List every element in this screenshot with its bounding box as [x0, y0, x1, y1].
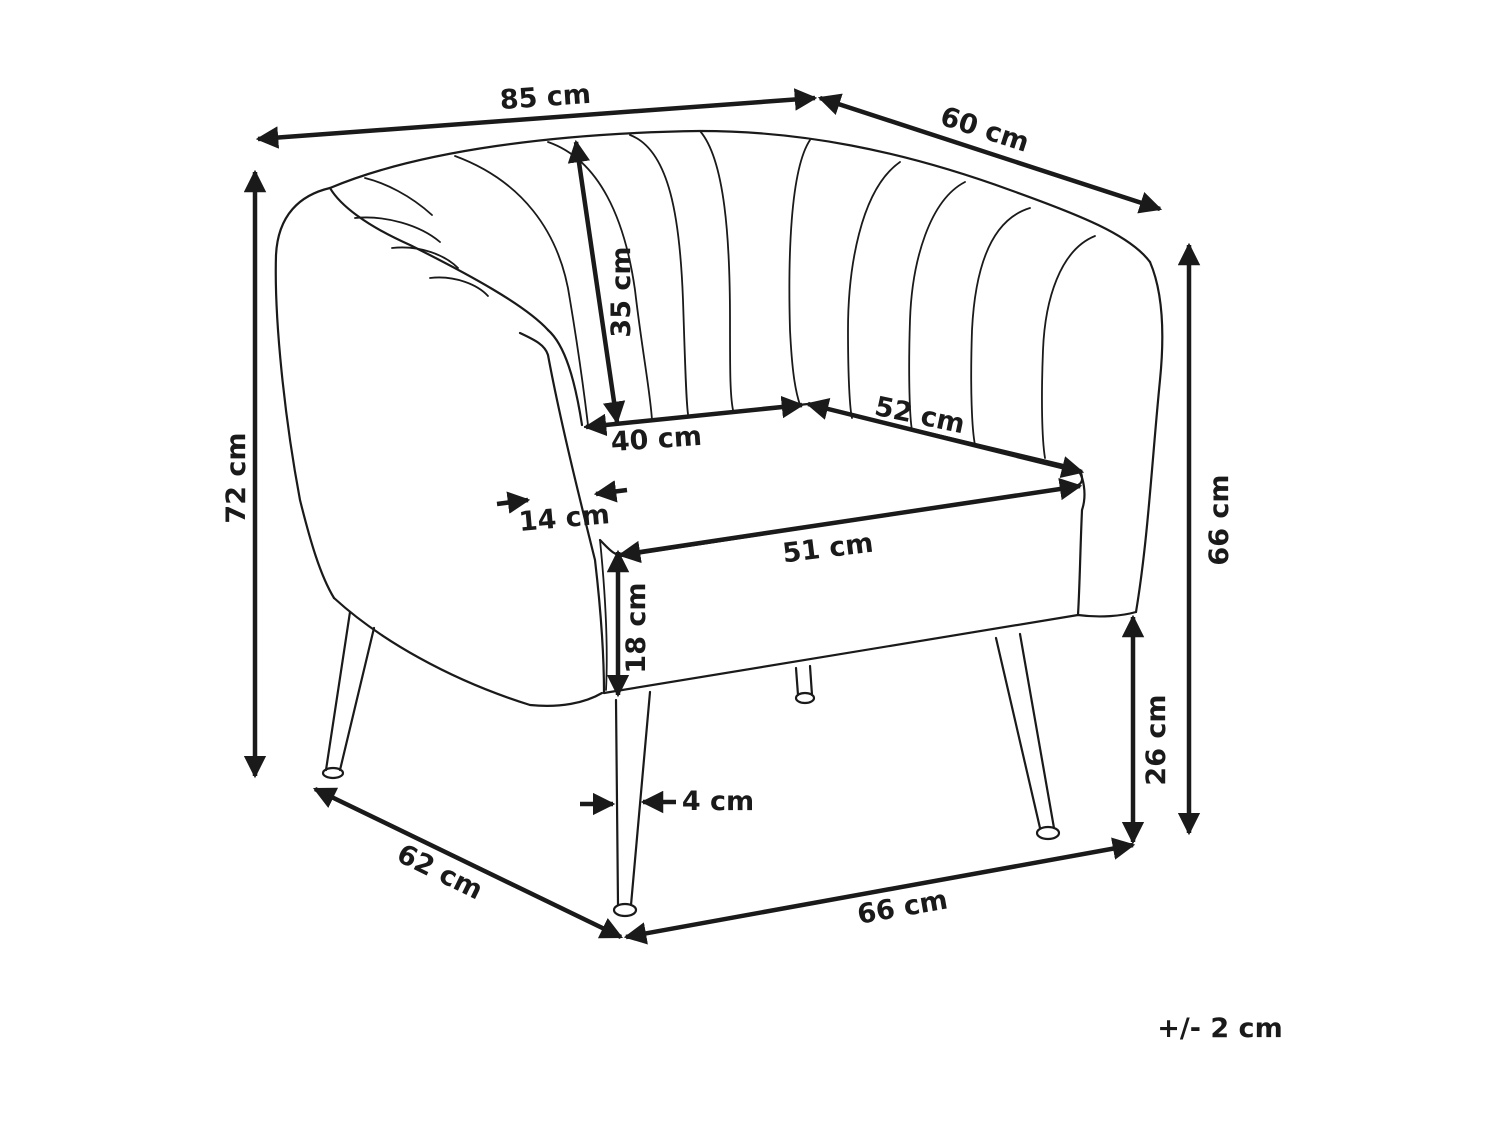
backrest-top-edge [328, 129, 1152, 264]
backrest-inner-edge [328, 186, 550, 332]
dim-line-leg-width [623, 837, 1136, 945]
seat-front-left-curve [599, 539, 608, 691]
label-arm-height: 66 cm [1204, 474, 1235, 565]
label-seat-width: 40 cm [610, 421, 703, 458]
right-arm-front [1074, 466, 1086, 617]
label-tolerance: +/- 2 cm [1157, 1013, 1282, 1044]
seat-front-bottom-edge [602, 613, 1080, 695]
left-arm-front-face [518, 331, 606, 695]
label-backrest-height: 35 cm [606, 246, 637, 337]
left-arm-bottom [332, 596, 604, 707]
foot-back-right [794, 691, 816, 705]
leg-front-left [614, 690, 652, 907]
dim-line-leg-depth [312, 786, 624, 940]
label-cushion-thickness: 18 cm [621, 582, 652, 673]
dim-line-backrest-height [567, 139, 626, 425]
label-seat-height: 26 cm [1141, 694, 1172, 785]
dim-line-seat-depth [805, 397, 1085, 479]
dim-arrow-arm-left [496, 491, 531, 514]
label-seat-front: 51 cm [781, 528, 875, 570]
dimension-labels: 85 cm 60 cm 72 cm 66 cm 35 cm 40 cm 52 c… [221, 79, 1283, 1044]
dimension-lines [243, 88, 1201, 945]
leg-front-right [994, 632, 1056, 830]
label-total-height: 72 cm [221, 432, 252, 523]
leg-back-left [324, 610, 376, 772]
label-leg-thickness: 4 cm [682, 786, 754, 817]
foot-front-left [612, 902, 638, 918]
dim-line-seat-front [617, 477, 1083, 564]
label-width: 85 cm [499, 79, 592, 116]
dim-line-width [255, 88, 818, 149]
left-arm-outer [274, 186, 336, 600]
right-arm-outer [1134, 260, 1164, 614]
dim-arrow-arm-right [593, 480, 628, 503]
right-arm-bottom [1076, 610, 1138, 618]
dim-line-seat-width [583, 395, 805, 437]
foot-back-left [321, 766, 345, 780]
label-arm-width: 14 cm [518, 499, 611, 538]
dim-line-depth [817, 93, 1163, 214]
leg-back-right [794, 664, 814, 697]
foot-front-right [1035, 825, 1061, 841]
